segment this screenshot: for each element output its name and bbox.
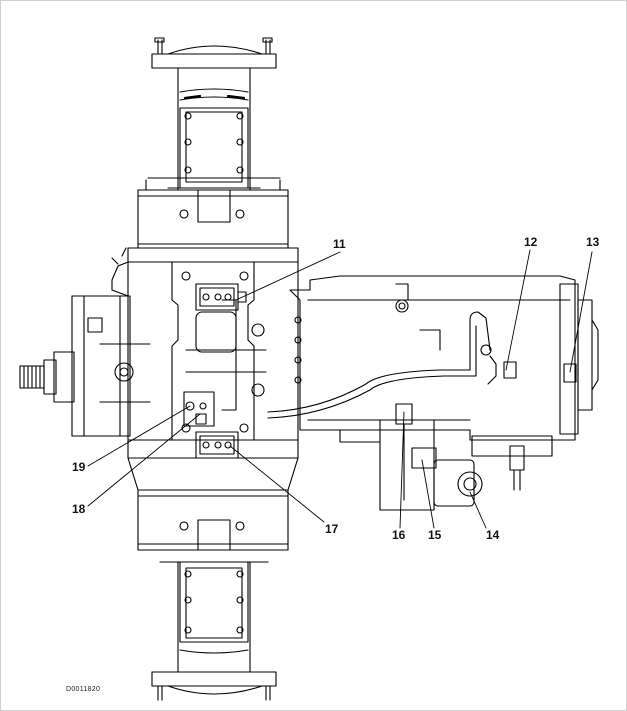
callout-16: 16	[392, 528, 406, 542]
callout-11: 11	[333, 237, 346, 251]
drawing-id: D0011820	[66, 686, 101, 693]
callout-15: 15	[428, 528, 442, 542]
callout-17: 17	[325, 522, 339, 536]
top-axle-housing	[137, 37, 289, 249]
leader-16	[399, 411, 405, 529]
leader-18	[87, 413, 201, 507]
callout-18: 18	[72, 502, 86, 516]
transmission-case	[267, 275, 599, 511]
callout-14: 14	[486, 528, 500, 542]
callout-19: 19	[72, 460, 86, 474]
callout-13: 13	[586, 235, 600, 249]
leader-17	[229, 445, 325, 523]
leader-lines	[87, 249, 593, 529]
bottom-axle-housing	[127, 457, 299, 701]
leader-12	[505, 249, 531, 371]
leader-13	[569, 251, 593, 373]
callout-12: 12	[524, 235, 538, 249]
input-shaft-assembly	[19, 295, 151, 437]
leader-19	[87, 405, 191, 467]
leader-14	[469, 491, 487, 529]
differential-housing	[111, 247, 299, 459]
leader-11	[235, 251, 341, 301]
leader-15	[421, 459, 435, 529]
